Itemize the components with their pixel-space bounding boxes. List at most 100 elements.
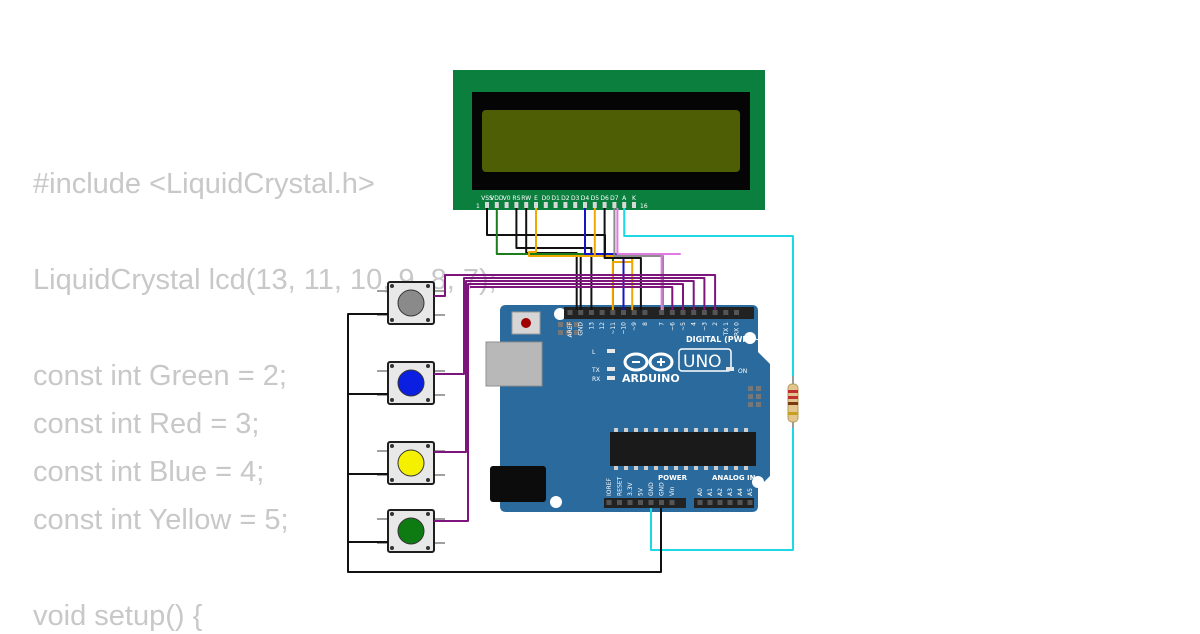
- lcd-pin: [563, 202, 568, 208]
- power-pin-label: IOREF: [606, 478, 613, 496]
- digital-pin-label: ~10: [621, 322, 628, 335]
- resistor[interactable]: [787, 376, 799, 428]
- digital-pin-label: 12: [599, 322, 606, 330]
- icsp-pin: [748, 386, 753, 391]
- digital-pin-label: ~9: [631, 322, 638, 331]
- lcd-screen: [482, 110, 740, 172]
- wire-gnd: [486, 208, 606, 310]
- digital-pin-label: 8: [642, 322, 649, 326]
- analog-pin-label: A4: [737, 488, 744, 496]
- lcd-pin-label: A: [622, 195, 627, 202]
- reset-button-cap: [521, 318, 531, 328]
- usb-connector: [485, 341, 543, 387]
- header-pin: [659, 310, 665, 315]
- analog-pin-label: A0: [697, 488, 704, 496]
- header-pin: [734, 310, 739, 315]
- wire-backlight: [623, 208, 794, 376]
- header-pin: [680, 310, 686, 315]
- code-line: const int Red = 3;: [33, 408, 260, 440]
- lcd-pin: [573, 202, 578, 208]
- digital-pin-label: 4: [691, 322, 698, 326]
- button-cap: [397, 369, 425, 397]
- wire-btn-yellow: [434, 280, 695, 453]
- header-pin: [631, 310, 637, 315]
- arduino-logo-icon: [623, 352, 674, 372]
- icsp-pin: [558, 330, 563, 335]
- led-label: L: [592, 349, 596, 356]
- icsp-pin: [756, 402, 761, 407]
- header-pin: [642, 310, 648, 315]
- digital-pin-label: ~3: [701, 322, 708, 331]
- lcd-pin: [504, 202, 509, 208]
- status-led: [607, 367, 615, 371]
- lcd-pin: [632, 202, 636, 208]
- lcd-pin: [494, 202, 499, 208]
- lcd-pin: [553, 202, 558, 208]
- lcd-pin: [583, 202, 587, 208]
- digital-pin-label: ~5: [680, 322, 687, 331]
- wire-rw: [525, 208, 578, 310]
- push-button-gray[interactable]: [377, 281, 445, 325]
- header-pin: [621, 310, 626, 315]
- wire-gnd-bus: [347, 313, 662, 573]
- lcd-pin: [514, 202, 519, 208]
- lcd-pin: [524, 202, 529, 208]
- power-pin-label: Vin: [669, 486, 676, 496]
- on-label: ON: [738, 368, 747, 375]
- lcd-pin: [543, 202, 548, 208]
- button-cap: [397, 289, 425, 317]
- on-led: [726, 367, 734, 371]
- digital-pin-label: ~6: [669, 322, 676, 331]
- digital-pin-label: 13: [588, 322, 595, 330]
- header-pin: [712, 310, 718, 315]
- push-button-yellow[interactable]: [377, 441, 445, 485]
- header-pin: [669, 310, 675, 315]
- lcd-pin-label: D7: [610, 195, 619, 202]
- wire-btn-green: [434, 283, 684, 522]
- lcd-pin-first: 1: [476, 203, 480, 210]
- lcd-pin-label: D5: [591, 195, 600, 202]
- button-cap: [397, 449, 425, 477]
- icsp-pin: [566, 322, 571, 327]
- header-pin: [610, 310, 616, 315]
- icsp-pin: [756, 386, 761, 391]
- digital-header-pins: [567, 310, 739, 315]
- power-pin-label: 5V: [638, 487, 645, 496]
- power-pin-label: RESET: [617, 476, 624, 496]
- mount-hole: [554, 308, 566, 320]
- wires: [347, 208, 794, 573]
- lcd-pin-label: D3: [571, 195, 580, 202]
- lcd-pin-label: D2: [561, 195, 570, 202]
- analog-pin-label: A2: [717, 488, 724, 496]
- power-pin-label: GND: [659, 482, 666, 496]
- code-line: void setup() {: [33, 600, 203, 632]
- microcontroller-chip: [610, 432, 756, 466]
- digital-pin-label: TX 1: [723, 322, 730, 337]
- wire-btn-extra: [470, 286, 674, 310]
- wire-5v: [650, 428, 794, 551]
- power-pin-label: GND: [648, 482, 655, 496]
- lcd-pin-label: E: [534, 195, 538, 202]
- push-button-blue[interactable]: [377, 361, 445, 405]
- lcd-pin: [612, 202, 617, 208]
- power-label: POWER: [658, 474, 688, 482]
- lcd-pin-label: K: [632, 195, 637, 202]
- analog-pin-label: A5: [747, 488, 754, 496]
- header-pin: [578, 310, 584, 315]
- lcd-pin-label: VDD: [490, 195, 504, 202]
- wire-btn-blue: [434, 277, 706, 375]
- header-pin: [599, 310, 605, 315]
- push-button-green[interactable]: [377, 509, 445, 553]
- lcd-pin-row: [485, 202, 636, 208]
- header-pin: [691, 310, 697, 315]
- code-line: const int Green = 2;: [33, 360, 287, 392]
- lcd-pin-last: 16: [640, 203, 648, 210]
- wire-btn-gray: [434, 274, 717, 310]
- lcd-pin-label: VSS: [481, 195, 493, 202]
